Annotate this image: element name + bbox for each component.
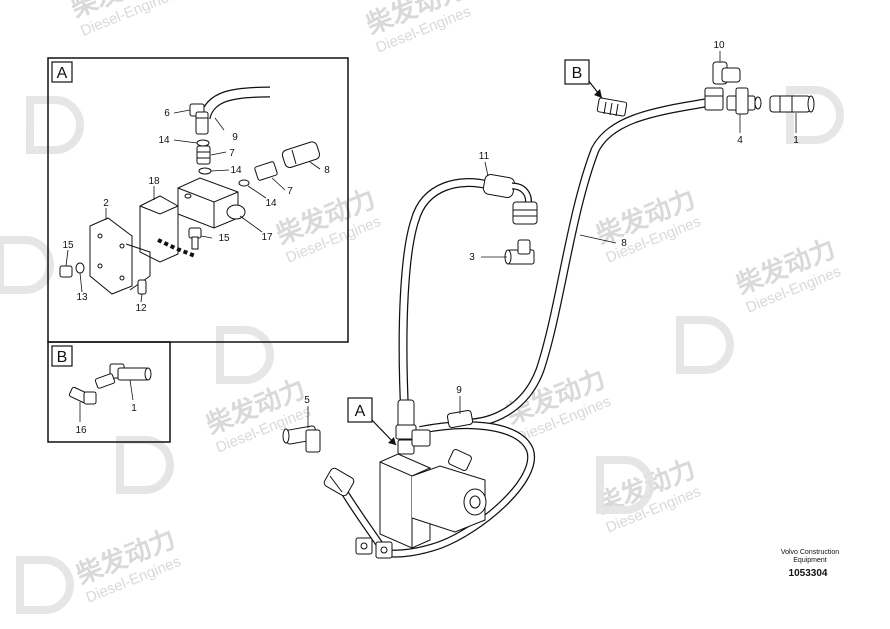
o-ring-14c (238, 179, 250, 187)
tee-fitting-1-inset (94, 363, 152, 389)
callout-a-letter: A (355, 403, 366, 420)
label-6: 6 (164, 108, 170, 119)
inset-b-letter: B (57, 349, 68, 366)
main-assembly: A B 10 4 1 11 8 3 5 9 (282, 40, 815, 559)
valve-block-main (379, 453, 487, 549)
fitting-1 (769, 95, 815, 113)
label-8: 8 (621, 238, 627, 249)
callout-b-letter: B (572, 65, 583, 82)
inset-b: B 1 16 (47, 341, 171, 443)
label-10: 10 (713, 40, 725, 51)
label-14c: 14 (265, 198, 277, 209)
label-3: 3 (469, 252, 475, 263)
stud-12 (137, 279, 147, 295)
callout-b: B (564, 59, 603, 99)
washer-13 (75, 262, 85, 274)
callout-a: A (347, 397, 397, 446)
brand-line-2: Equipment (793, 557, 827, 564)
fitting-16-inset (68, 386, 97, 405)
hose-8-main (459, 98, 706, 428)
inset-b-frame (47, 341, 171, 443)
inset-b-badge (51, 345, 73, 367)
inset-a: A (47, 57, 349, 343)
label-7a: 7 (229, 148, 235, 159)
drawing-number: 1053304 (789, 568, 828, 579)
label-2: 2 (103, 198, 109, 209)
fitting-7a (196, 145, 211, 165)
valve-bracket-feet (355, 537, 393, 559)
label-16: 16 (75, 425, 87, 436)
label-8-inset: 8 (324, 165, 330, 176)
label-13: 13 (76, 292, 88, 303)
valve-fittings (395, 399, 474, 471)
inset-a-letter: A (57, 65, 68, 82)
o-ring-14b (198, 167, 212, 175)
fitting-b-end (596, 97, 628, 117)
label-14b: 14 (230, 165, 242, 176)
footer: Volvo Construction Equipment 1053304 (781, 549, 839, 579)
hose-11-end (482, 173, 538, 225)
elbow-10 (704, 61, 741, 111)
inset-a-leaders (65, 109, 321, 303)
hose-11 (398, 178, 490, 421)
label-11: 11 (479, 151, 490, 162)
inset-b-leaders (79, 379, 134, 422)
tee-4 (726, 87, 762, 115)
label-4: 4 (737, 135, 743, 146)
hose-9-inset (199, 86, 271, 120)
inset-a-frame (47, 57, 349, 343)
o-ring-14 (196, 139, 210, 147)
label-9-inset: 9 (232, 132, 238, 143)
label-1: 1 (793, 135, 799, 146)
hose-8-inset (281, 141, 321, 169)
bracket-18 (139, 195, 179, 263)
label-9: 9 (456, 385, 462, 396)
inset-a-badge (51, 61, 73, 83)
label-5: 5 (304, 395, 310, 406)
valve-block-17 (177, 177, 246, 229)
fitting-5 (282, 425, 321, 453)
brand-line-1: Volvo Construction (781, 549, 839, 556)
label-17: 17 (261, 232, 273, 243)
bolt-15b (188, 227, 202, 250)
main-leaders (307, 51, 797, 428)
label-1-inset: 1 (131, 403, 137, 414)
hose-9-main (384, 421, 536, 558)
plate-2 (89, 217, 151, 295)
label-14a: 14 (158, 135, 170, 146)
fitting-3 (504, 239, 535, 265)
label-18: 18 (148, 176, 160, 187)
label-12: 12 (135, 303, 147, 314)
label-7b: 7 (287, 186, 293, 197)
label-15a: 15 (62, 240, 74, 251)
label-15b: 15 (218, 233, 230, 244)
bolt-15a (59, 265, 73, 278)
fitting-lower-left (323, 467, 355, 497)
fitting-7b (254, 161, 278, 181)
